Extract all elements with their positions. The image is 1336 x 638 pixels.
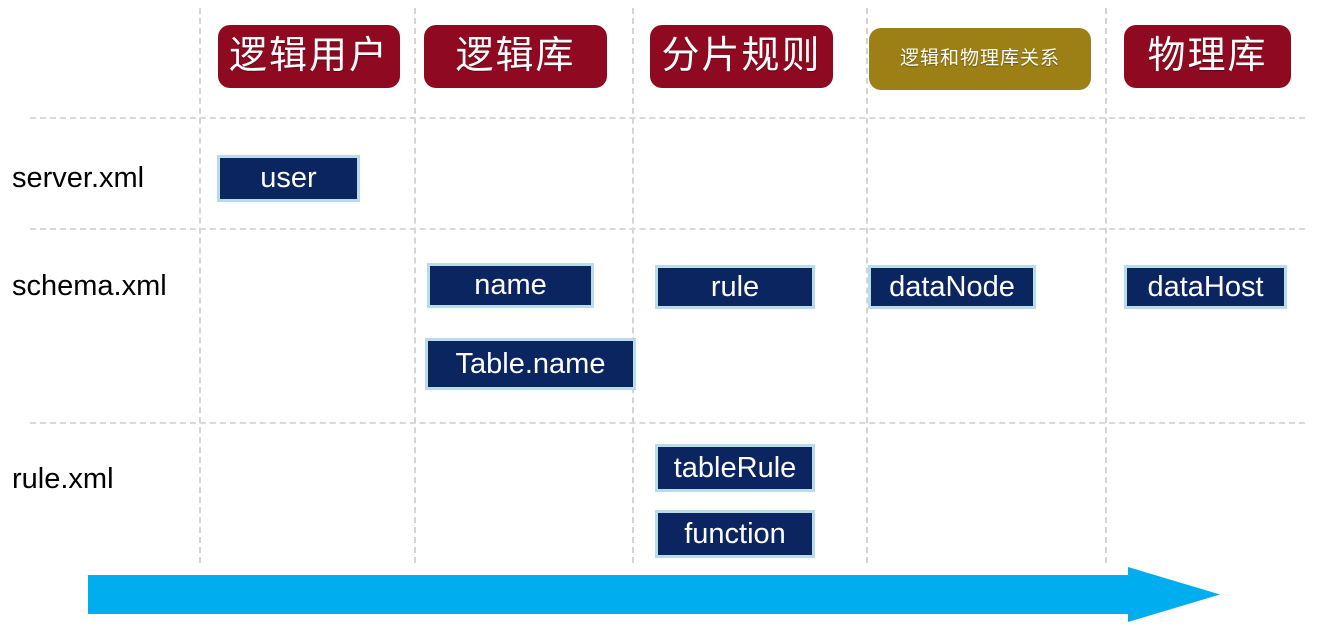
grid-hline-3 — [30, 422, 1305, 424]
grid-vline-5 — [1105, 8, 1107, 563]
row-label-schema-xml: schema.xml — [12, 270, 167, 302]
row-label-server-xml: server.xml — [12, 162, 145, 194]
flow-arrow — [88, 567, 1220, 622]
item-box-datanode[interactable]: dataNode — [868, 265, 1036, 309]
item-box-name[interactable]: name — [427, 263, 594, 308]
column-header-physical-db[interactable]: 物理库 — [1124, 25, 1291, 88]
item-box-user[interactable]: user — [217, 155, 360, 202]
grid-vline-3 — [632, 8, 634, 563]
column-header-logical-db[interactable]: 逻辑库 — [424, 25, 607, 88]
row-label-rule-xml: rule.xml — [12, 463, 114, 495]
item-box-rule[interactable]: rule — [655, 265, 815, 309]
column-header-shard-rule[interactable]: 分片规则 — [650, 25, 833, 88]
item-box-function[interactable]: function — [655, 510, 815, 558]
grid-vline-1 — [199, 8, 201, 563]
grid-vline-2 — [414, 8, 416, 563]
grid-hline-1 — [30, 117, 1305, 119]
grid-vline-4 — [866, 8, 868, 563]
right-arrow-icon — [88, 567, 1220, 622]
item-box-datahost[interactable]: dataHost — [1124, 265, 1287, 309]
grid-hline-2 — [30, 228, 1305, 230]
column-header-logical-user[interactable]: 逻辑用户 — [218, 25, 400, 88]
item-box-tablerule[interactable]: tableRule — [655, 444, 815, 492]
item-box-table-name[interactable]: Table.name — [425, 338, 636, 390]
column-header-logical-physical[interactable]: 逻辑和物理库关系 — [869, 28, 1091, 90]
